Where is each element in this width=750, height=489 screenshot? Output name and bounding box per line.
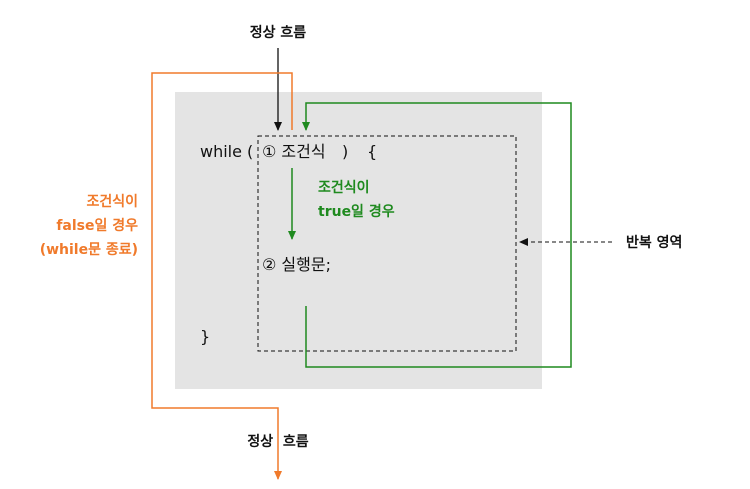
code-statement: ② 실행문;	[262, 255, 331, 274]
code-brace-close: }	[200, 327, 210, 346]
true-case-label-line2: true일 경우	[318, 203, 395, 220]
false-exit-path	[151, 72, 293, 480]
false-case-label-line2: false일 경우	[56, 217, 138, 234]
normal-flow-top-label: 정상 흐름	[250, 24, 307, 41]
code-block-background	[175, 92, 542, 389]
code-condition: ① 조건식	[262, 142, 326, 161]
code-while-keyword: while (	[200, 142, 253, 161]
false-case-label-line1: 조건식이	[86, 193, 138, 210]
loop-back-path	[302, 102, 572, 368]
loop-area-label: 반복 영역	[626, 234, 682, 251]
code-brace-open: {	[367, 142, 377, 161]
false-case-label-line3: (while문 종료)	[40, 242, 138, 258]
normal-flow-bottom-label: 정상 흐름	[247, 433, 308, 450]
true-case-label-line1: 조건식이	[318, 179, 370, 196]
code-paren-close: )	[342, 142, 348, 161]
loop-region-box	[257, 135, 517, 352]
